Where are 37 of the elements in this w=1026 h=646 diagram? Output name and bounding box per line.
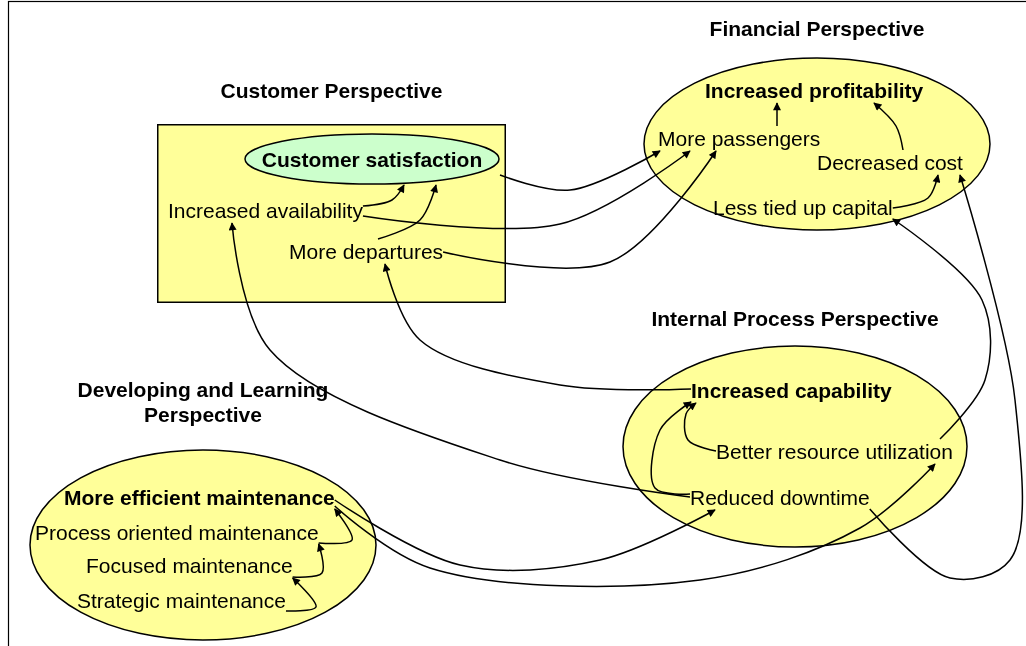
perspective-heading: Developing and Learning Perspective: [76, 377, 330, 427]
factor-text: More departures: [289, 239, 444, 264]
factor-text: Less tied up capital: [713, 195, 893, 220]
arrow: [228, 222, 691, 498]
goal-text: More efficient maintenance: [64, 485, 335, 510]
arrow: [362, 184, 405, 207]
goal-text: Increased profitability: [705, 78, 924, 103]
arrow: [773, 102, 781, 127]
factor-text: Process oriented maintenance: [35, 520, 319, 545]
factor-text: Focused maintenance: [86, 553, 293, 578]
factor-text: Increased availability: [168, 198, 363, 223]
arrow: [291, 543, 325, 578]
goal-text: Increased capability: [691, 378, 892, 403]
arrow: [377, 184, 438, 240]
arrow: [892, 218, 992, 440]
arrow: [873, 102, 904, 151]
perspective-heading: Internal Process Perspective: [650, 306, 940, 331]
arrow: [869, 174, 1024, 581]
arrow: [683, 402, 717, 452]
arrow: [362, 150, 691, 230]
arrow: [892, 174, 941, 209]
arrow: [334, 463, 936, 588]
arrow: [650, 401, 692, 495]
goal-text: Customer satisfaction: [260, 146, 484, 172]
factor-text: Decreased cost: [817, 150, 963, 175]
factor-text: Better resource utilization: [716, 439, 953, 464]
arrow: [499, 150, 661, 191]
perspective-heading: Customer Perspective: [219, 78, 444, 103]
factor-text: Reduced downtime: [690, 485, 870, 510]
factor-text: Strategic maintenance: [77, 588, 286, 613]
arrow: [285, 577, 317, 612]
arrow: [317, 508, 354, 545]
factor-text: More passengers: [658, 126, 821, 151]
arrow: [334, 499, 716, 572]
perspective-heading: Financial Perspective: [708, 16, 926, 41]
arrow: [382, 263, 692, 391]
arrow: [442, 150, 717, 269]
